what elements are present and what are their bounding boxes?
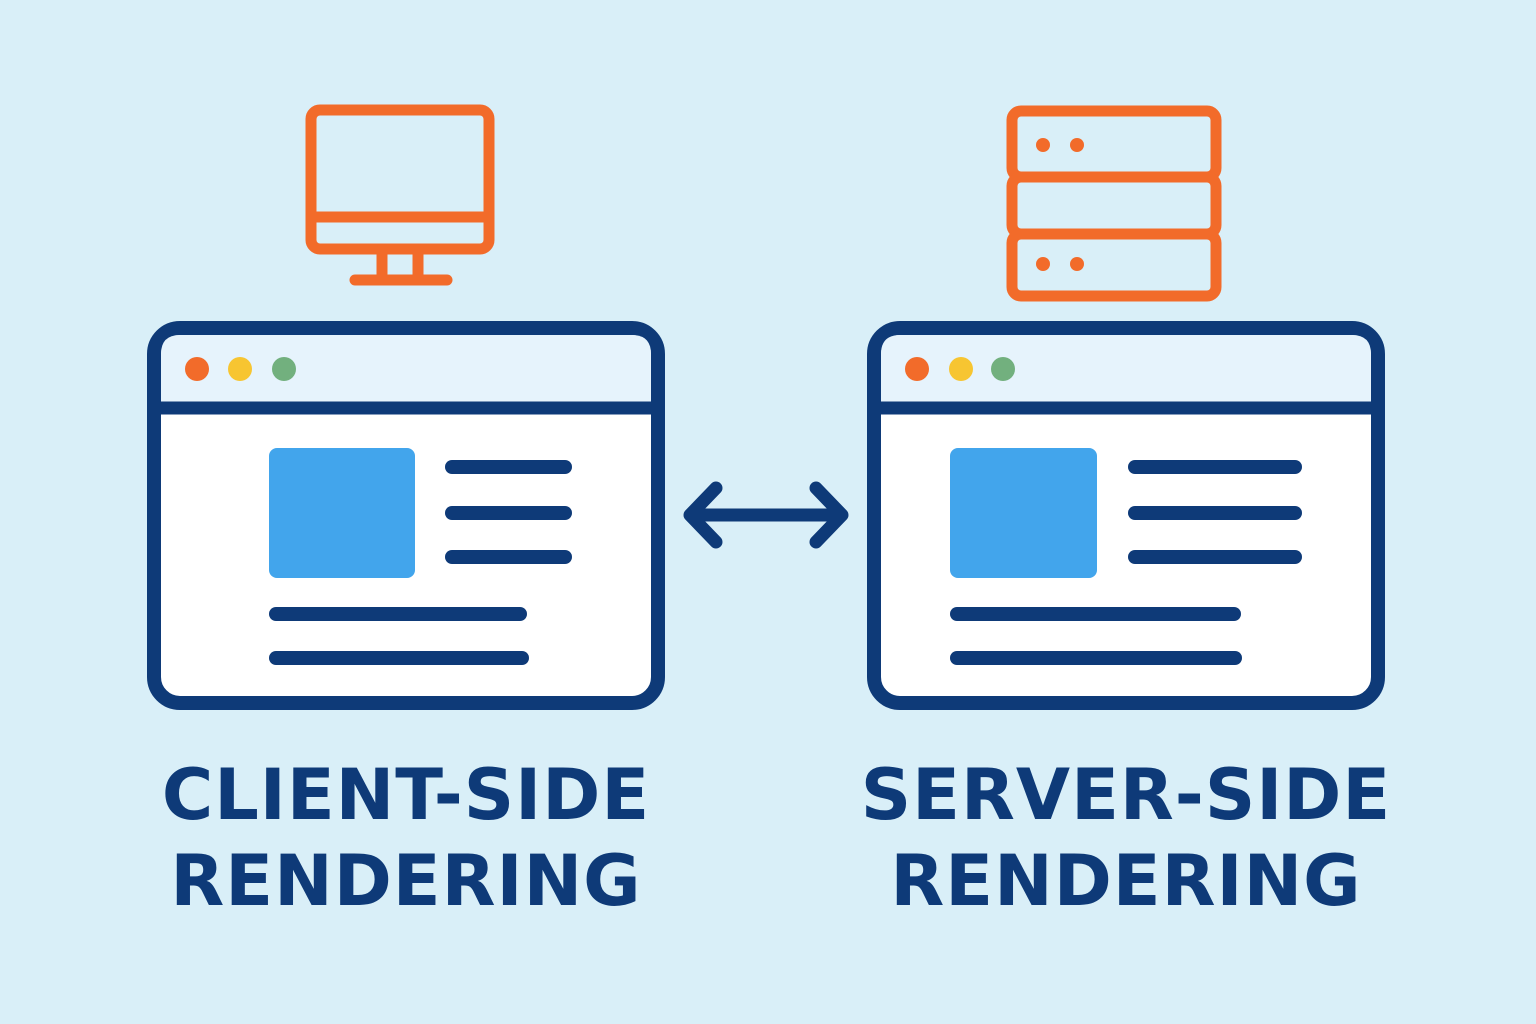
server-stack-icon: [1006, 105, 1222, 302]
titlebar: [881, 335, 1371, 402]
window-close-dot: [185, 357, 209, 381]
window-minimize-dot: [949, 357, 973, 381]
client-browser-window: [147, 321, 665, 710]
text-lines: [950, 460, 1302, 665]
server-browser-window: [867, 321, 1385, 710]
caption-line-2: RENDERING: [890, 840, 1362, 922]
server-side-rendering-caption: SERVER-SIDE RENDERING: [846, 752, 1406, 924]
image-placeholder: [950, 448, 1097, 578]
text-lines: [269, 460, 572, 665]
image-placeholder: [269, 448, 415, 578]
caption-line-1: CLIENT-SIDE: [161, 754, 651, 836]
titlebar: [161, 335, 651, 402]
monitor-icon: [305, 104, 495, 286]
window-maximize-dot: [991, 357, 1015, 381]
client-side-rendering-caption: CLIENT-SIDE RENDERING: [126, 752, 686, 924]
window-minimize-dot: [228, 357, 252, 381]
window-close-dot: [905, 357, 929, 381]
caption-line-1: SERVER-SIDE: [860, 754, 1392, 836]
double-arrow-icon: [683, 481, 849, 549]
window-maximize-dot: [272, 357, 296, 381]
caption-line-2: RENDERING: [170, 840, 642, 922]
